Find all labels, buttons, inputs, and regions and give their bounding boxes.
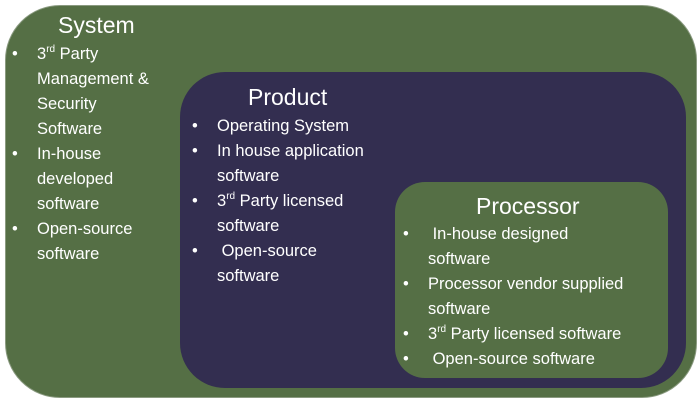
bullet-icon: • — [12, 220, 18, 238]
bullet-icon: • — [192, 117, 198, 135]
list-item: • Open-source software — [403, 347, 623, 372]
item-text: Processor vendor supplied — [428, 275, 624, 293]
item-text: Open-source software — [428, 350, 595, 368]
list-item: • 3rd Party licensed software — [403, 322, 623, 347]
item-text: software — [428, 300, 491, 318]
bullet-icon: • — [192, 142, 198, 160]
item-text: software — [37, 245, 100, 263]
list-item: • In-house designed software — [403, 222, 623, 272]
item-text: software — [217, 167, 280, 185]
bullet-icon: • — [403, 350, 409, 368]
item-text: In-house designed — [428, 225, 569, 243]
superscript: rd — [226, 191, 236, 202]
list-item: • Open-source software — [12, 217, 149, 267]
item-text: Software — [37, 120, 103, 138]
item-text: Open-source — [217, 242, 317, 260]
processor-title: Processor — [476, 193, 580, 219]
item-text: In-house — [37, 145, 102, 163]
bullet-icon: • — [192, 242, 198, 260]
item-text: In house application — [217, 142, 364, 160]
item-text: Security — [37, 95, 97, 113]
superscript: rd — [437, 324, 447, 335]
bullet-icon: • — [12, 45, 18, 63]
list-item: • Processor vendor supplied software — [403, 272, 623, 322]
item-text: software — [428, 250, 491, 268]
list-item: • In house application software — [192, 139, 364, 189]
list-item: • 3rd Party licensed software — [192, 189, 364, 239]
bullet-icon: • — [403, 225, 409, 243]
product-title: Product — [248, 84, 328, 110]
bullet-icon: • — [403, 325, 409, 343]
item-text: 3 — [217, 192, 227, 210]
processor-box — [395, 182, 668, 378]
item-text: Open-source — [37, 220, 133, 238]
superscript: rd — [46, 44, 56, 55]
item-text: 3 — [37, 45, 47, 63]
item-text: Party licensed software — [446, 325, 622, 343]
product-list: • Operating System • In house application so… — [192, 114, 364, 289]
item-text: 3 — [428, 325, 438, 343]
list-item: • Open-source software — [192, 239, 364, 289]
bullet-icon: • — [12, 145, 18, 163]
item-text: software — [217, 217, 280, 235]
item-text: Party — [55, 45, 99, 63]
item-text: software — [217, 267, 280, 285]
item-text: developed — [37, 170, 114, 188]
system-title: System — [58, 12, 135, 38]
list-item: • In-house developed software — [12, 142, 149, 217]
item-text: software — [37, 195, 100, 213]
item-text: Operating System — [217, 117, 350, 135]
list-item: • Operating System — [192, 114, 364, 139]
item-text: Party licensed — [235, 192, 344, 210]
item-text: Management & — [37, 70, 149, 88]
bullet-icon: • — [403, 275, 409, 293]
processor-list: • In-house designed software • Processor ve… — [403, 222, 623, 372]
bullet-icon: • — [192, 192, 198, 210]
